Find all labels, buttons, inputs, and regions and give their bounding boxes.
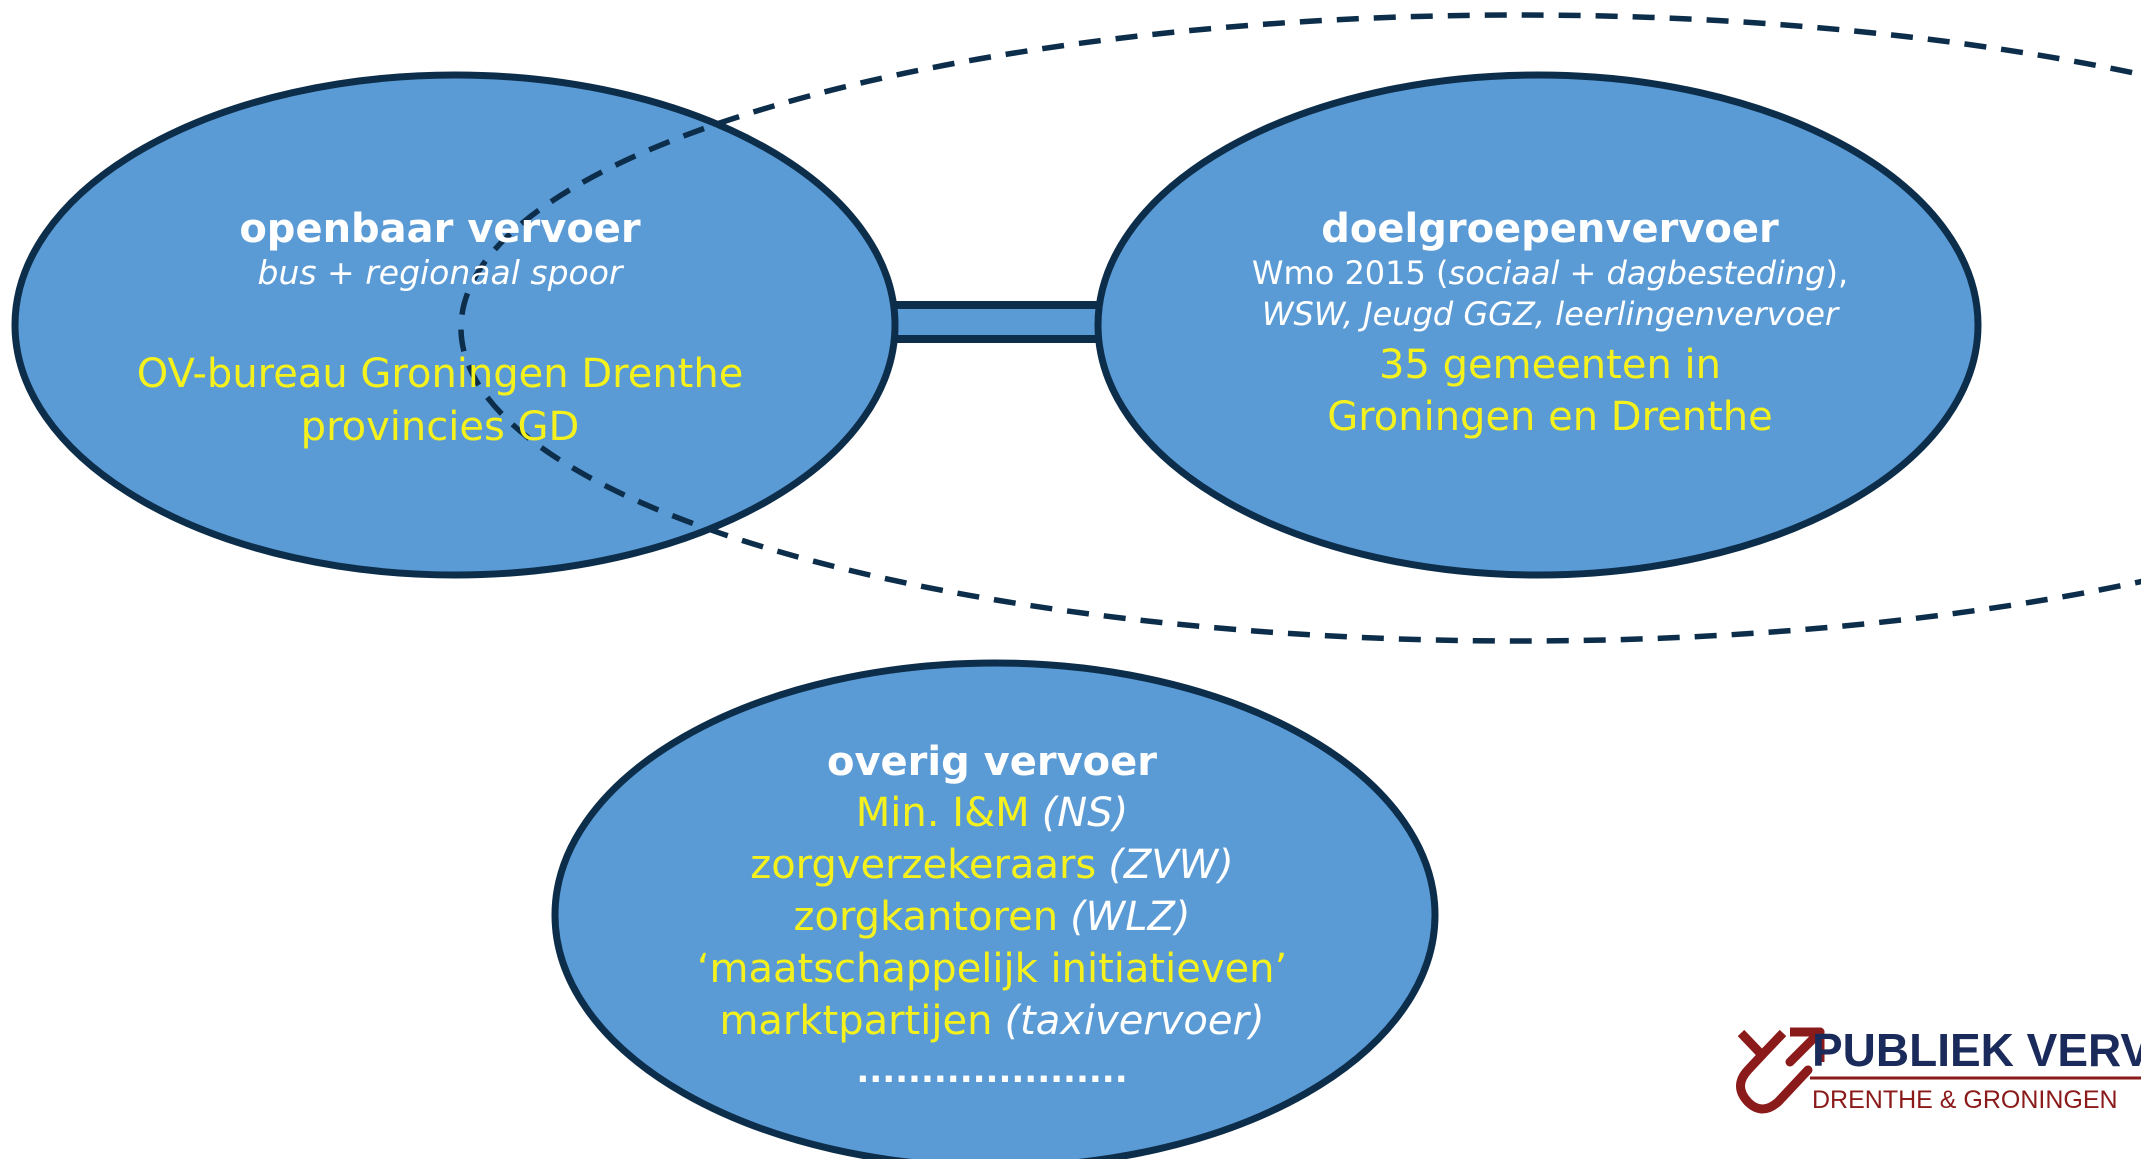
openbaar-vervoer-text: openbaar vervoer bus + regionaal spoor O… bbox=[137, 206, 744, 450]
overig-row-4-main: ‘maatschappelijk initiatieven’ bbox=[697, 946, 1287, 992]
wmo-prefix: Wmo 2015 ( bbox=[1252, 254, 1449, 292]
overig-row-1-extra: (NS) bbox=[1042, 790, 1129, 836]
overig-row-4: ‘maatschappelijk initiatieven’ bbox=[697, 946, 1287, 992]
doelgroepenvervoer-line1: Wmo 2015 (sociaal + dagbesteding), bbox=[1252, 254, 1848, 292]
overig-row-2-main: zorgverzekeraars bbox=[750, 842, 1096, 888]
overig-vervoer-text: overig vervoer Min. I&M (NS) zorgverzeker… bbox=[697, 739, 1287, 1091]
publiek-vervoer-logo: PUBLIEK VERVOER DRENTHE & GRONINGEN bbox=[1736, 1024, 2141, 1114]
doelgroepenvervoer-title: doelgroepenvervoer bbox=[1321, 206, 1779, 252]
connector-bar bbox=[880, 301, 1106, 343]
doelgroepenvervoer-line2: WSW, Jeugd GGZ, leerlingenvervoer bbox=[1262, 295, 1840, 333]
wmo-italic: sociaal + dagbesteding bbox=[1449, 254, 1826, 292]
logo-region: DRENTHE & GRONINGEN bbox=[1812, 1086, 2118, 1114]
overig-vervoer-title: overig vervoer bbox=[827, 739, 1157, 785]
grouping-dashed-ellipse bbox=[458, 12, 2141, 644]
doelgroepenvervoer-ellipse bbox=[1094, 71, 1982, 579]
overig-vervoer-ellipse bbox=[551, 659, 1439, 1159]
doelgroepenvervoer-org-line1: 35 gemeenten in bbox=[1379, 342, 1721, 388]
openbaar-vervoer-subtitle: bus + regionaal spoor bbox=[258, 253, 625, 292]
overig-ellipsis: ..................... bbox=[856, 1051, 1127, 1091]
openbaar-vervoer-ellipse bbox=[11, 71, 899, 579]
overig-row-3-extra: (WLZ) bbox=[1070, 894, 1190, 940]
overig-row-1: Min. I&M (NS) bbox=[856, 790, 1128, 836]
overig-row-2-extra: (ZVW) bbox=[1108, 842, 1234, 888]
overig-row-2: zorgverzekeraars (ZVW) bbox=[750, 842, 1234, 888]
publiek-vervoer-logo-icon bbox=[1736, 1027, 1825, 1114]
overig-row-5: marktpartijen (taxivervoer) bbox=[719, 998, 1264, 1044]
overig-row-5-extra: (taxivervoer) bbox=[1004, 998, 1264, 1044]
wmo-suffix: ), bbox=[1825, 254, 1848, 292]
logo-name: PUBLIEK VERVOER bbox=[1812, 1024, 2141, 1076]
overig-row-3-main: zorgkantoren bbox=[793, 894, 1058, 940]
overig-row-1-main: Min. I&M bbox=[856, 790, 1030, 836]
openbaar-vervoer-org-line2: provincies GD bbox=[301, 404, 580, 450]
doelgroepenvervoer-text: doelgroepenvervoer Wmo 2015 (sociaal + d… bbox=[1252, 206, 1848, 440]
overig-row-3: zorgkantoren (WLZ) bbox=[793, 894, 1190, 940]
doelgroepenvervoer-org-line2: Groningen en Drenthe bbox=[1327, 394, 1773, 440]
openbaar-vervoer-title: openbaar vervoer bbox=[239, 206, 641, 252]
openbaar-vervoer-org-line1: OV-bureau Groningen Drenthe bbox=[137, 351, 744, 397]
overig-row-5-main: marktpartijen bbox=[719, 998, 992, 1044]
